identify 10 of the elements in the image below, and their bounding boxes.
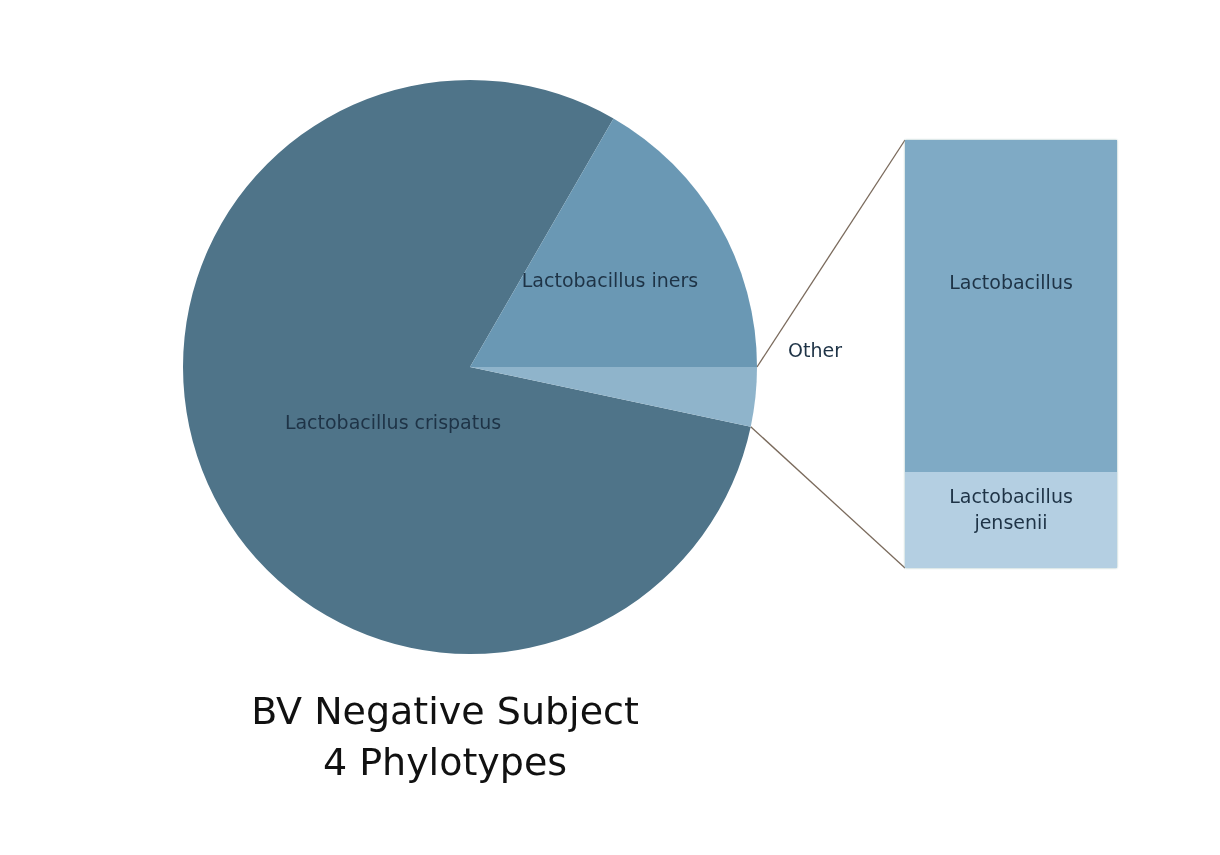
slice-label: Lactobacillus iners	[520, 268, 700, 293]
connector-line	[756, 139, 906, 368]
slice-label: Lactobacillus crispatus	[283, 410, 503, 435]
slice-label: Other	[787, 338, 843, 363]
caption: BV Negative Subject 4 Phylotypes	[250, 688, 640, 787]
bar-segment	[905, 472, 1117, 568]
segment-label: Lactobacillus jensenii	[948, 484, 1074, 535]
segment-label: Lactobacillus	[948, 270, 1074, 295]
connector-line	[750, 426, 906, 569]
bar-segment	[905, 140, 1117, 472]
